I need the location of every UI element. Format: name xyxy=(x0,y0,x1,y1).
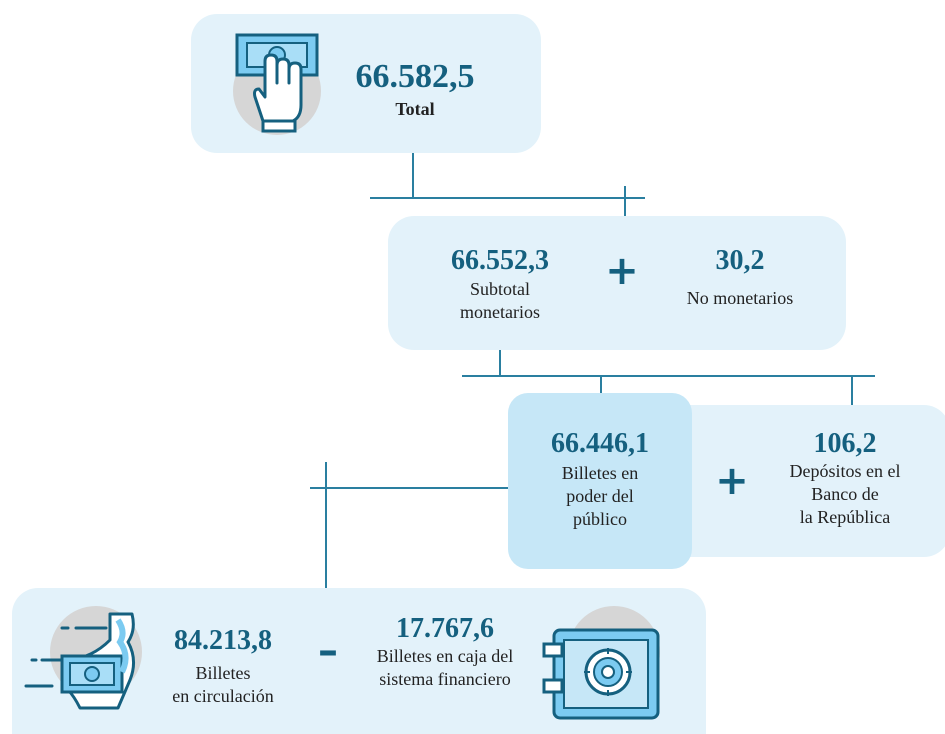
no-monetarios-value: 30,2 xyxy=(715,245,765,276)
subtotal-monetarios-label: Subtotal monetarios xyxy=(460,279,540,322)
billetes-publico-value: 66.446,1 xyxy=(551,428,649,459)
billetes-publico-label: Billetes en poder del público xyxy=(561,463,639,529)
flying-banknotes-icon xyxy=(24,606,142,710)
billetes-caja-value: 17.767,6 xyxy=(396,613,494,644)
billetes-circulacion-label: Billetes en circulación xyxy=(172,663,274,706)
subtotal-monetarios-value: 66.552,3 xyxy=(451,245,549,276)
billetes-circulacion-value: 84.213,8 xyxy=(174,625,272,656)
safe-icon xyxy=(542,606,660,720)
plus-operator: + xyxy=(605,248,639,294)
total-value: 66.582,5 xyxy=(355,58,475,95)
hand-banknote-icon xyxy=(233,33,321,135)
billetes-publico-box xyxy=(508,393,692,569)
level1-box xyxy=(388,216,846,350)
minus-operator: – xyxy=(318,628,338,674)
total-label: Total xyxy=(395,99,435,119)
no-monetarios-label: No monetarios xyxy=(686,288,794,308)
depositos-banco-value: 106,2 xyxy=(813,428,877,459)
plus-operator: + xyxy=(715,458,749,504)
depositos-banco-label: Depósitos en el Banco de la República xyxy=(789,461,901,527)
billetes-caja-label: Billetes en caja del sistema financiero xyxy=(376,646,514,689)
